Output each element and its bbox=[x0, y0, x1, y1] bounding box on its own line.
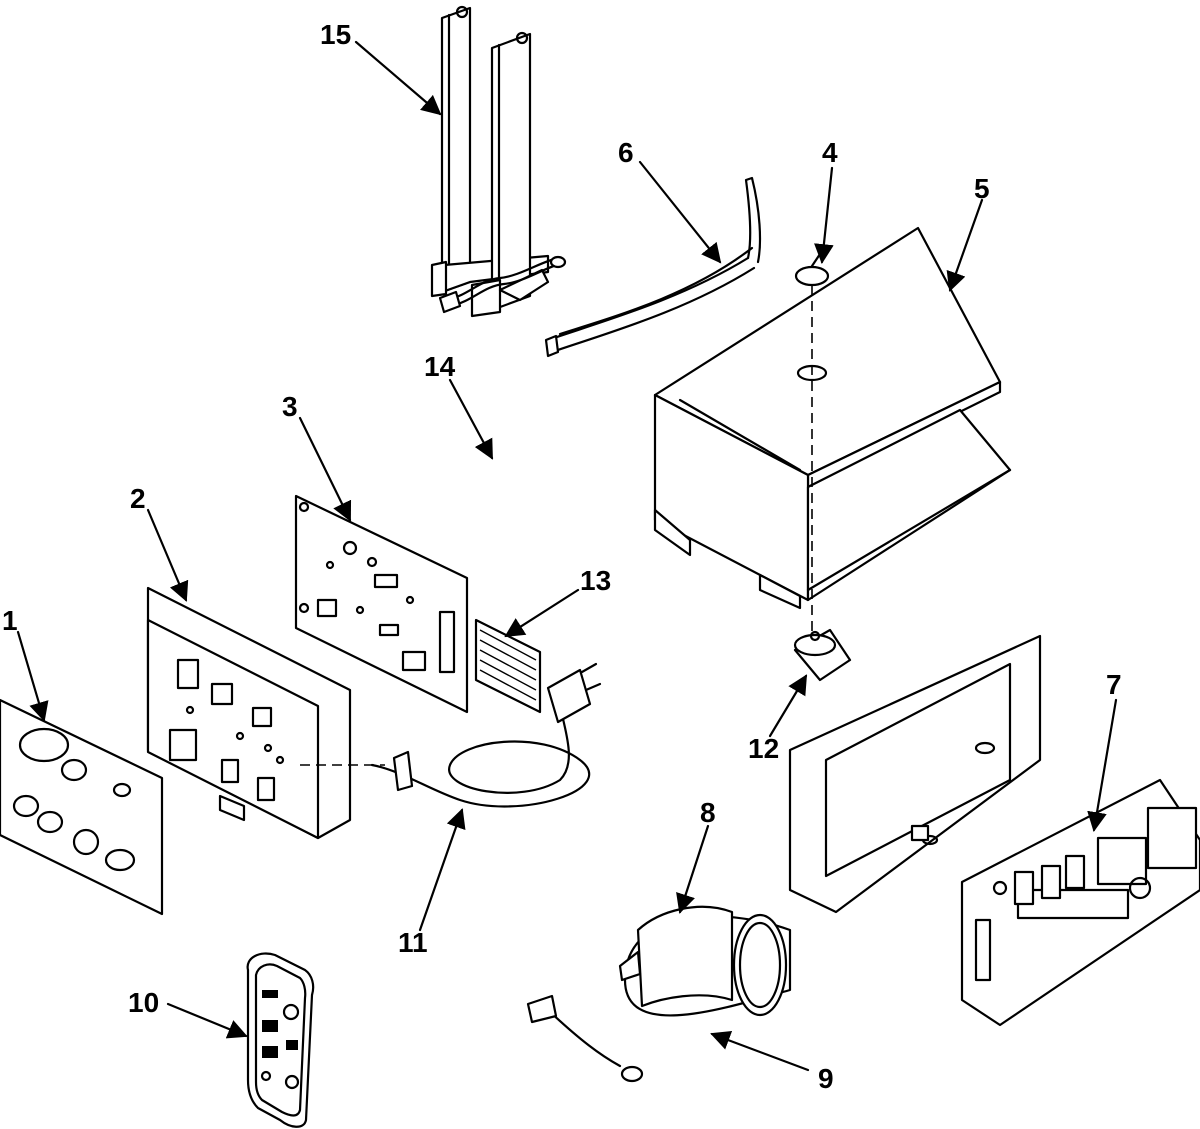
callout-2: 2 bbox=[130, 483, 146, 514]
part-6-cable bbox=[544, 176, 762, 358]
part-9-lead bbox=[526, 994, 644, 1083]
callout-labels: 1 2 3 4 5 6 7 8 9 10 11 12 13 14 15 bbox=[2, 19, 1122, 1094]
part-7-control-board bbox=[960, 778, 1200, 1027]
callout-6: 6 bbox=[618, 137, 634, 168]
part-11-power-cord bbox=[300, 662, 602, 808]
callout-5: 5 bbox=[974, 173, 990, 204]
part-14-wire bbox=[438, 255, 567, 314]
callout-leaders bbox=[16, 40, 1118, 1072]
callout-11: 11 bbox=[398, 927, 428, 958]
part-1-front-panel bbox=[0, 698, 164, 916]
callout-15: 15 bbox=[320, 19, 351, 50]
part-5-housing bbox=[653, 226, 1012, 610]
part-12-motor bbox=[793, 628, 852, 682]
callout-10: 10 bbox=[128, 987, 159, 1018]
callout-3: 3 bbox=[282, 391, 298, 422]
part-3-pcb bbox=[294, 494, 469, 714]
callout-1: 1 bbox=[2, 605, 18, 636]
part-13-ribbon bbox=[474, 618, 542, 714]
part-15-brackets bbox=[430, 5, 550, 318]
part-2-control-box bbox=[146, 586, 352, 840]
mounting-plate bbox=[788, 634, 1042, 914]
callout-4: 4 bbox=[822, 137, 838, 168]
callout-8: 8 bbox=[700, 797, 716, 828]
part-10-remote bbox=[246, 952, 315, 1128]
part-8-strap bbox=[618, 905, 734, 1008]
callout-12: 12 bbox=[748, 733, 779, 764]
callout-14: 14 bbox=[424, 351, 456, 382]
callout-7: 7 bbox=[1106, 669, 1122, 700]
callout-13: 13 bbox=[580, 565, 611, 596]
callout-9: 9 bbox=[818, 1063, 834, 1094]
